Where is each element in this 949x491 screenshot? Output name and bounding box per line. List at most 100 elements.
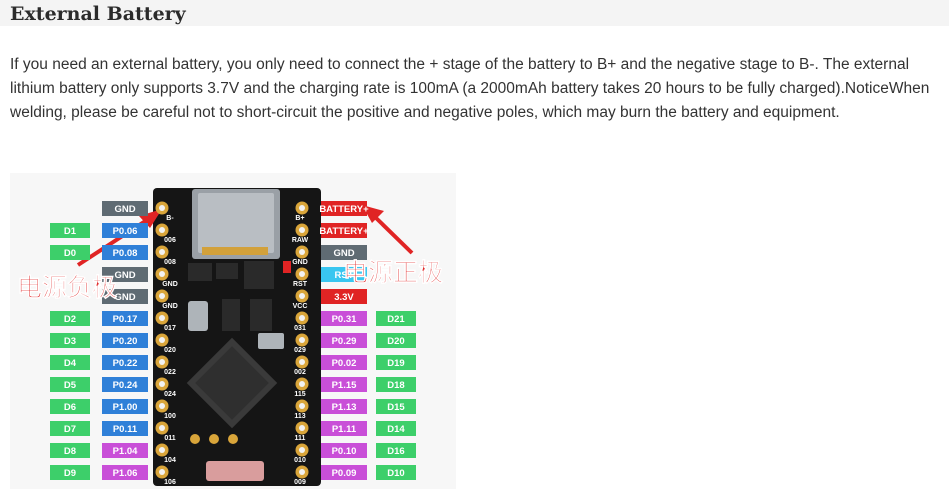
left-row-1-digital-box: [50, 333, 90, 348]
right-row-5-digital-box: [376, 421, 416, 436]
right-pin-top-4-hole: [299, 293, 305, 299]
right-gnd-label: GND: [333, 248, 354, 259]
chip-small-4: [250, 299, 272, 331]
right-pin-text-top-1: RAW: [292, 237, 309, 244]
right-pin-text-top-2: GND: [292, 259, 308, 266]
left-row-0-pin-text: 017: [164, 325, 176, 332]
right-pin-text-top-4: VCC: [293, 303, 308, 310]
left-row-4-gpio-label: P1.00: [113, 402, 138, 413]
right-row-1-gpio-box: [321, 333, 367, 348]
left-row-4-gpio-box: [102, 399, 148, 414]
right-row-5-gpio-label: P1.11: [332, 424, 357, 435]
chip-small-1: [188, 263, 212, 281]
left-row-4-digital-label: D6: [64, 402, 76, 413]
pad-2: [209, 434, 219, 444]
right-row-6-gpio-label: P0.10: [332, 446, 357, 457]
left-pin-text-top-0: B-: [166, 215, 174, 222]
left-row-7-pin-hole: [159, 469, 165, 475]
section-title: External Battery: [10, 3, 186, 25]
left-row-4-pin-text: 100: [164, 413, 176, 420]
left-row-3-gpio-box: [102, 377, 148, 392]
left-row-3-pin-hole: [159, 381, 165, 387]
left-row-1-gpio-box: [102, 333, 148, 348]
left-row-2-pin-text: 022: [164, 369, 176, 376]
left-gnd-2-label: GND: [114, 270, 135, 281]
button: [258, 333, 284, 349]
left-row-0-digital-label: D2: [64, 314, 76, 325]
left-pin-top-4-hole: [159, 293, 165, 299]
mcu-chip: [186, 337, 278, 429]
right-row-0-gpio-label: P0.31: [332, 314, 358, 325]
left-pin-top-2-hole: [159, 249, 165, 255]
left-row-2-digital-label: D4: [64, 358, 77, 369]
right-row-1-pin-text: 029: [294, 347, 306, 354]
left-row-5-gpio-box: [102, 421, 148, 436]
left-row-3-digital-box: [50, 377, 90, 392]
right-row-6-digital-label: D16: [387, 446, 404, 457]
left-row-3-pin-text: 024: [164, 391, 176, 398]
right-rst-label: RST: [335, 270, 354, 281]
positive-arrow-head: [362, 205, 384, 223]
right-row-3-gpio-label: P1.15: [332, 380, 358, 391]
left-row-0-gpio-box: [102, 311, 148, 326]
right-row-4-gpio-box: [321, 399, 367, 414]
right-row-7-gpio-label: P0.09: [332, 468, 357, 479]
left-row-5-pin-hole: [159, 425, 165, 431]
right-row-3-pin-hole: [299, 381, 305, 387]
left-gnd-2-box: [102, 267, 148, 282]
left-row-5-gpio-label: P0.11: [113, 424, 138, 435]
right-row-3-digital-label: D18: [387, 380, 404, 391]
left-row-6-digital-box: [50, 443, 90, 458]
right-row-1-pin-hole: [299, 337, 305, 343]
left-pin-top-3-hole: [159, 271, 165, 277]
left-pin-text-top-2: 008: [164, 259, 176, 266]
left-p006-label: P0.06: [113, 226, 138, 237]
right-row-2-gpio-label: P0.02: [332, 358, 357, 369]
left-row-1-pin-text: 020: [164, 347, 176, 354]
left-row-3-gpio-label: P0.24: [113, 380, 139, 391]
right-row-5-pin-text: 111: [295, 435, 306, 442]
left-row-5-digital-box: [50, 421, 90, 436]
left-row-6-gpio-box: [102, 443, 148, 458]
left-row-0-digital-box: [50, 311, 90, 326]
left-row-4-digital-box: [50, 399, 90, 414]
antenna: [206, 461, 264, 481]
pad-1: [190, 434, 200, 444]
right-row-1-digital-box: [376, 333, 416, 348]
left-row-2-pin-hole: [159, 359, 165, 365]
left-row-1-digital-label: D3: [64, 336, 76, 347]
left-d1-box: [50, 223, 90, 238]
left-row-0-pin-hole: [159, 315, 165, 321]
board-body: [153, 188, 321, 486]
right-pin-text-top-3: RST: [293, 281, 308, 288]
right-row-5-gpio-box: [321, 421, 367, 436]
right-rst-box: [321, 267, 367, 282]
right-battery-2-label: BATTERY+: [319, 226, 369, 237]
right-row-2-digital-box: [376, 355, 416, 370]
left-d0-box: [50, 245, 90, 260]
right-row-7-digital-box: [376, 465, 416, 480]
usb-contacts: [202, 247, 268, 255]
positive-arrow-line: [371, 213, 414, 255]
right-row-4-gpio-label: P1.13: [332, 402, 357, 413]
right-pin-top-1-hole: [299, 227, 305, 233]
right-row-5-pin-hole: [299, 425, 305, 431]
right-3v3-box: [321, 289, 367, 304]
right-row-1-gpio-label: P0.29: [332, 336, 357, 347]
right-pin-top-3-hole: [299, 271, 305, 277]
right-row-3-gpio-box: [321, 377, 367, 392]
left-row-6-digital-label: D8: [64, 446, 76, 457]
right-row-2-gpio-box: [321, 355, 367, 370]
right-row-5-digital-label: D14: [387, 424, 405, 435]
left-gnd-1-label: GND: [114, 204, 135, 215]
left-pin-text-top-4: GND: [162, 303, 178, 310]
right-row-6-pin-hole: [299, 447, 305, 453]
left-pin-text-top-3: GND: [162, 281, 178, 288]
pad-3: [228, 434, 238, 444]
right-battery-1-label: BATTERY+: [319, 204, 369, 215]
annotation-negative: 电源负极: [17, 274, 117, 302]
left-d1-label: D1: [64, 226, 77, 237]
right-row-6-digital-box: [376, 443, 416, 458]
right-row-0-pin-hole: [299, 315, 305, 321]
right-row-7-pin-text: 009: [294, 479, 306, 486]
